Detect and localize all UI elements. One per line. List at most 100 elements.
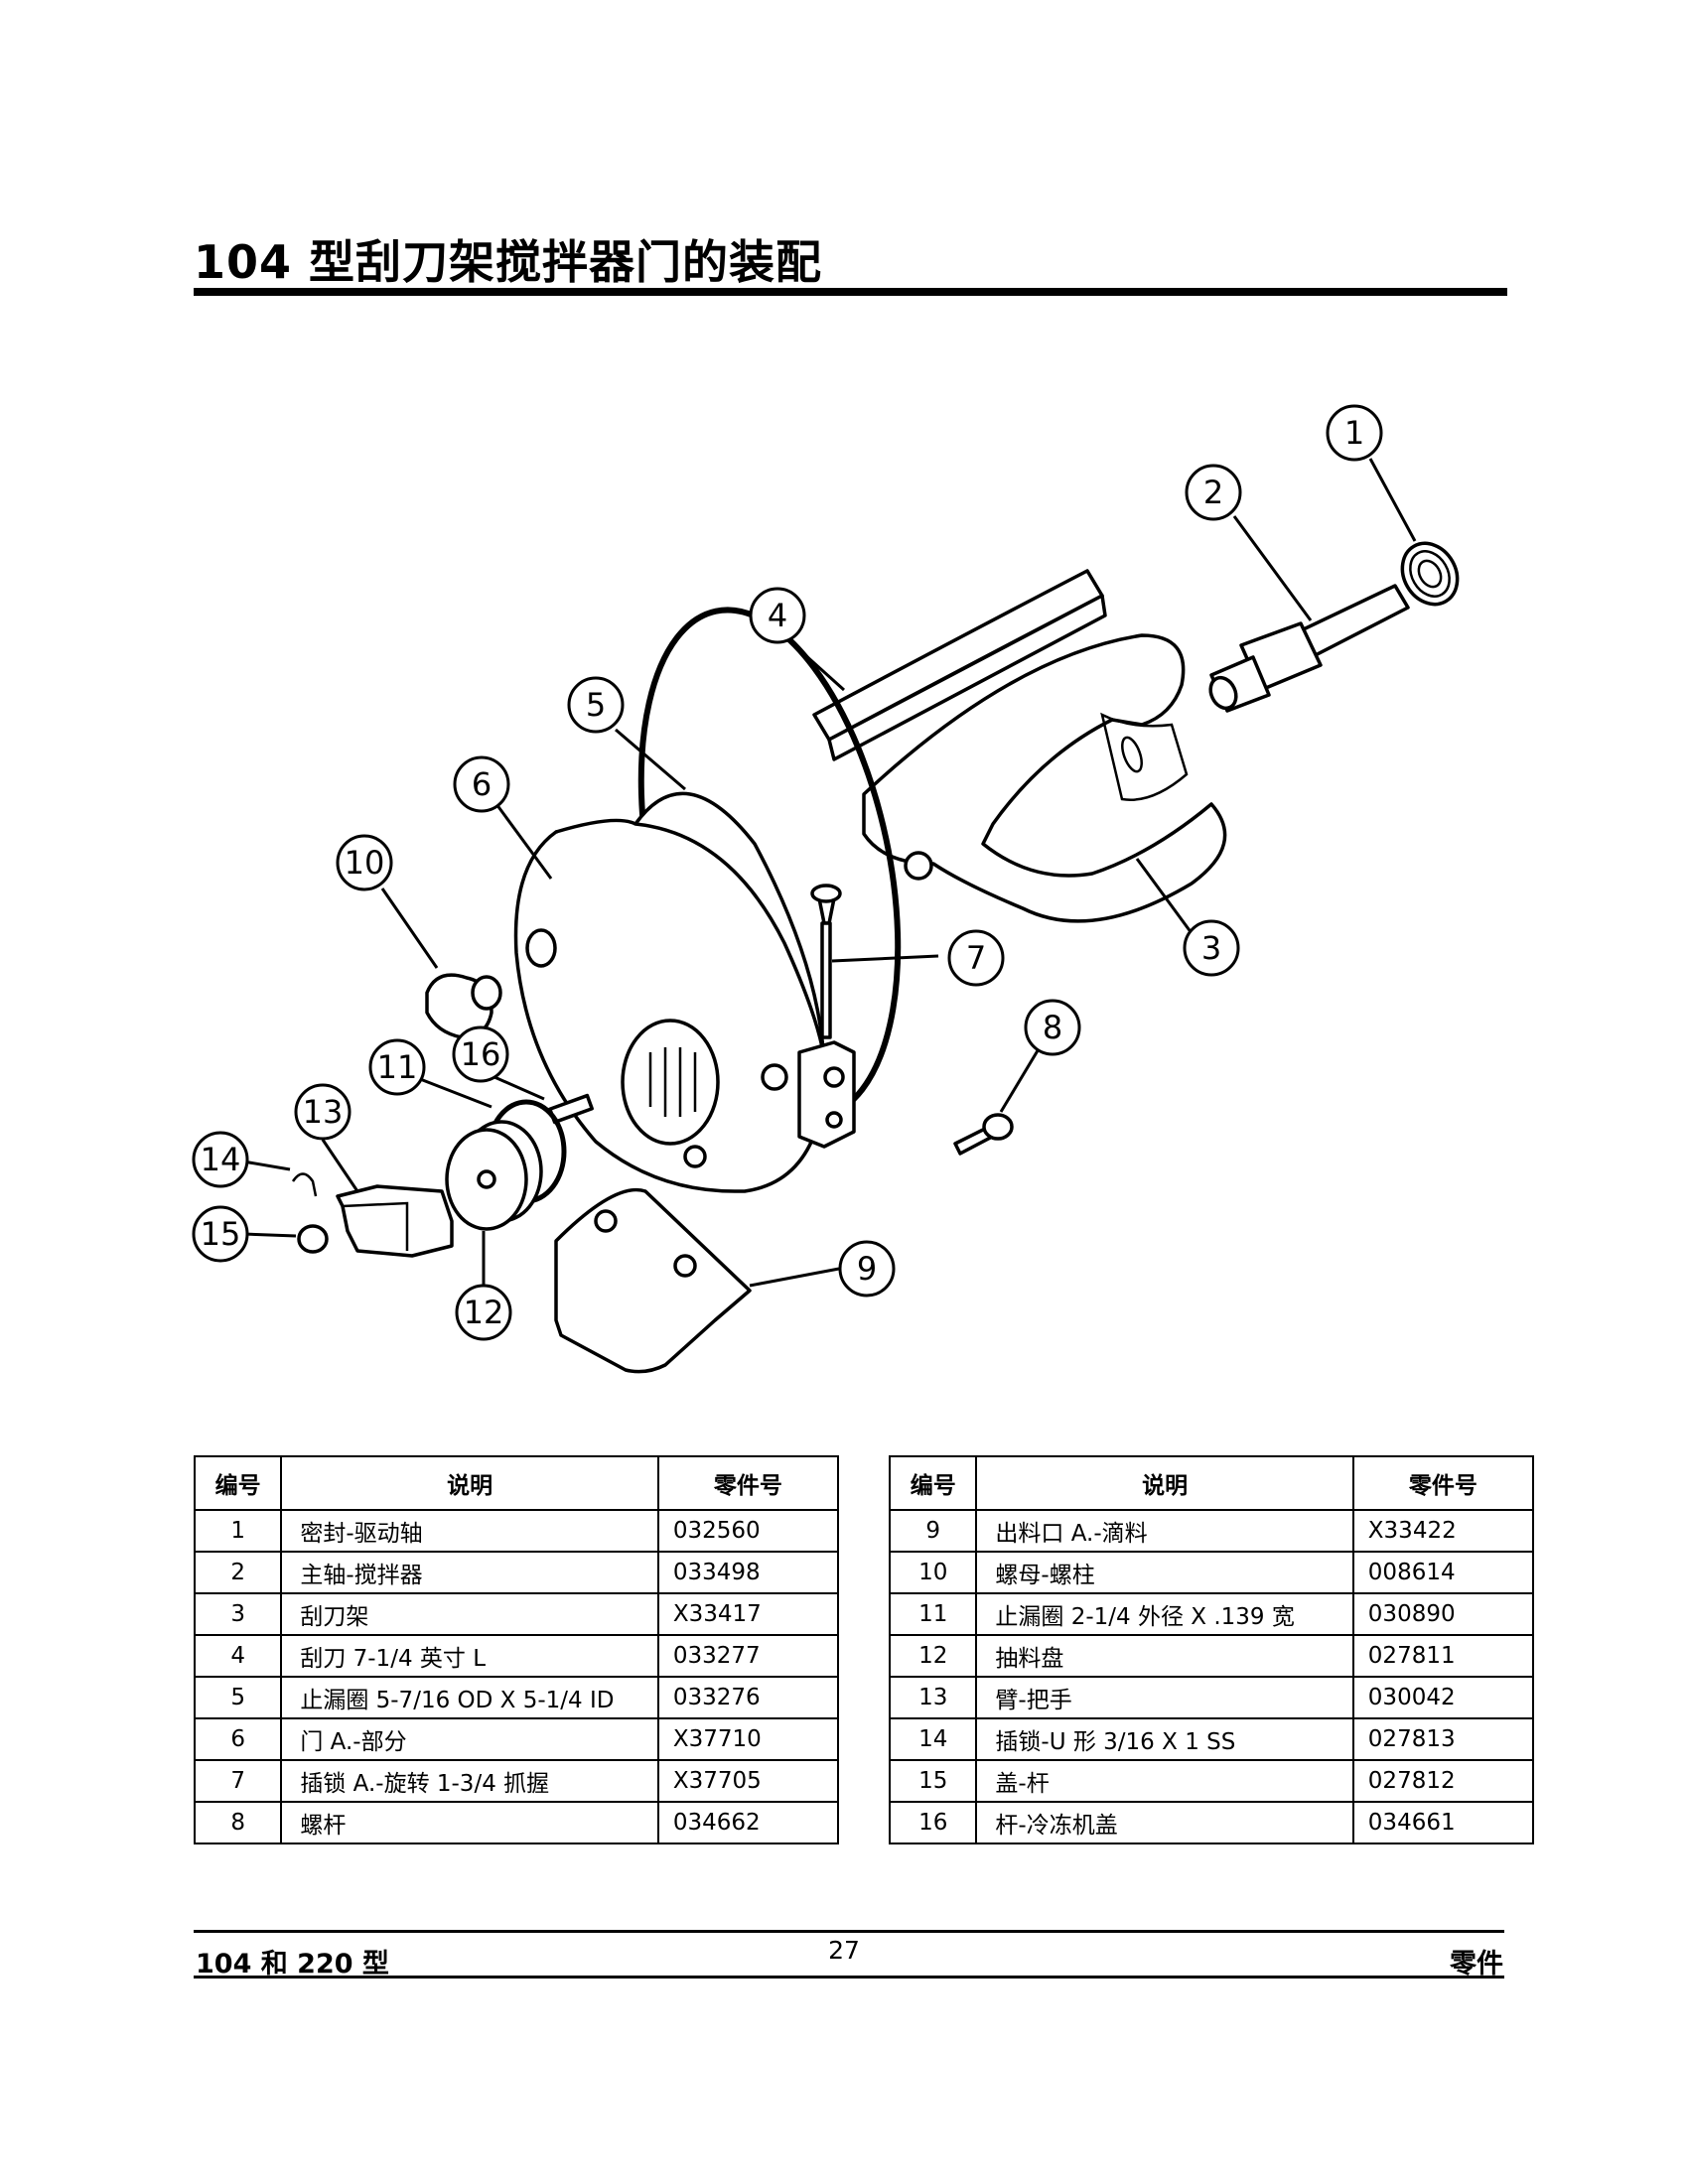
freezer-door	[513, 791, 856, 1193]
page-title: 104 型刮刀架搅拌器门的装配	[194, 235, 823, 289]
handle-arm	[336, 1184, 454, 1258]
page-number: 27	[828, 1936, 860, 1965]
draw-valve	[445, 1120, 543, 1231]
callout-2: 2	[1185, 464, 1242, 521]
svg-text:5: 5	[586, 686, 606, 724]
item-description: 螺母-螺柱	[975, 1551, 1354, 1594]
item-number: 4	[193, 1634, 283, 1678]
callout-15: 15	[192, 1205, 249, 1263]
title-rule	[194, 288, 1507, 296]
stud-nut	[425, 973, 502, 1039]
callout-3: 3	[1183, 919, 1240, 977]
item-part-number: 027813	[1351, 1717, 1535, 1761]
item-description: 刮刀架	[280, 1592, 659, 1636]
latch-pin	[810, 884, 842, 1039]
svg-text:14: 14	[201, 1141, 241, 1178]
svg-text:7: 7	[966, 939, 986, 977]
svg-text:6: 6	[472, 765, 492, 803]
item-part-number: X37710	[656, 1717, 840, 1761]
svg-text:1: 1	[1344, 414, 1364, 452]
item-number: 8	[193, 1801, 283, 1844]
drip-spout	[554, 1187, 752, 1374]
callout-5: 5	[567, 676, 625, 734]
callout-9: 9	[838, 1240, 896, 1297]
svg-text:15: 15	[201, 1215, 241, 1253]
footer-top-rule	[194, 1930, 1504, 1933]
svg-text:11: 11	[377, 1048, 418, 1086]
header-number: 编号	[193, 1455, 283, 1511]
svg-text:13: 13	[303, 1093, 344, 1131]
item-description: 刮刀 7-1/4 英寸 L	[280, 1634, 659, 1678]
item-number: 10	[888, 1551, 978, 1594]
callout-8: 8	[1024, 999, 1081, 1056]
item-part-number: 034662	[656, 1801, 840, 1844]
scraper-bracket	[862, 633, 1227, 923]
svg-text:16: 16	[461, 1035, 501, 1073]
rod-cap	[297, 1224, 329, 1254]
item-description: 盖-杆	[975, 1759, 1354, 1803]
header-number: 编号	[888, 1455, 978, 1511]
item-number: 14	[888, 1717, 978, 1761]
item-part-number: 033276	[656, 1676, 840, 1719]
item-part-number: 034661	[1351, 1801, 1535, 1844]
item-part-number: 030042	[1351, 1676, 1535, 1719]
svg-text:2: 2	[1203, 474, 1223, 511]
header-part-number: 零件号	[1351, 1455, 1535, 1511]
item-description: 密封-驱动轴	[280, 1509, 659, 1553]
item-description: 杆-冷冻机盖	[975, 1801, 1354, 1844]
item-description: 出料口 A.-滴料	[975, 1509, 1354, 1553]
item-description: 止漏圈 5-7/16 OD X 5-1/4 ID	[280, 1676, 659, 1719]
callout-1: 1	[1326, 404, 1383, 462]
item-description: 抽料盘	[975, 1634, 1354, 1678]
stud-screw	[953, 1113, 1014, 1156]
svg-text:3: 3	[1201, 929, 1221, 967]
item-description: 门 A.-部分	[280, 1717, 659, 1761]
item-number: 9	[888, 1509, 978, 1553]
header-description: 说明	[280, 1455, 659, 1511]
callout-11: 11	[368, 1038, 426, 1096]
item-number: 12	[888, 1634, 978, 1678]
item-number: 16	[888, 1801, 978, 1844]
table-header-row: 编号 说明 零件号	[193, 1455, 840, 1511]
item-number: 6	[193, 1717, 283, 1761]
item-part-number: 027812	[1351, 1759, 1535, 1803]
item-number: 5	[193, 1676, 283, 1719]
item-part-number: 032560	[656, 1509, 840, 1553]
item-number: 15	[888, 1759, 978, 1803]
item-part-number: 008614	[1351, 1551, 1535, 1594]
item-description: 臂-把手	[975, 1676, 1354, 1719]
u-pin	[291, 1172, 318, 1197]
item-part-number: 033277	[656, 1634, 840, 1678]
callout-14: 14	[192, 1131, 249, 1188]
callout-16: 16	[452, 1025, 509, 1083]
item-description: 插锁-U 形 3/16 X 1 SS	[975, 1717, 1354, 1761]
svg-text:4: 4	[768, 597, 787, 634]
item-part-number: 030890	[1351, 1592, 1535, 1636]
callout-12: 12	[455, 1284, 512, 1341]
item-description: 止漏圈 2-1/4 外径 X .139 宽	[975, 1592, 1354, 1636]
item-part-number: 027811	[1351, 1634, 1535, 1678]
item-description: 螺杆	[280, 1801, 659, 1844]
header-part-number: 零件号	[656, 1455, 840, 1511]
item-description: 主轴-搅拌器	[280, 1551, 659, 1594]
callout-4: 4	[749, 587, 806, 644]
item-part-number: 033498	[656, 1551, 840, 1594]
svg-text:12: 12	[464, 1294, 504, 1331]
callout-10: 10	[336, 834, 393, 891]
item-number: 1	[193, 1509, 283, 1553]
